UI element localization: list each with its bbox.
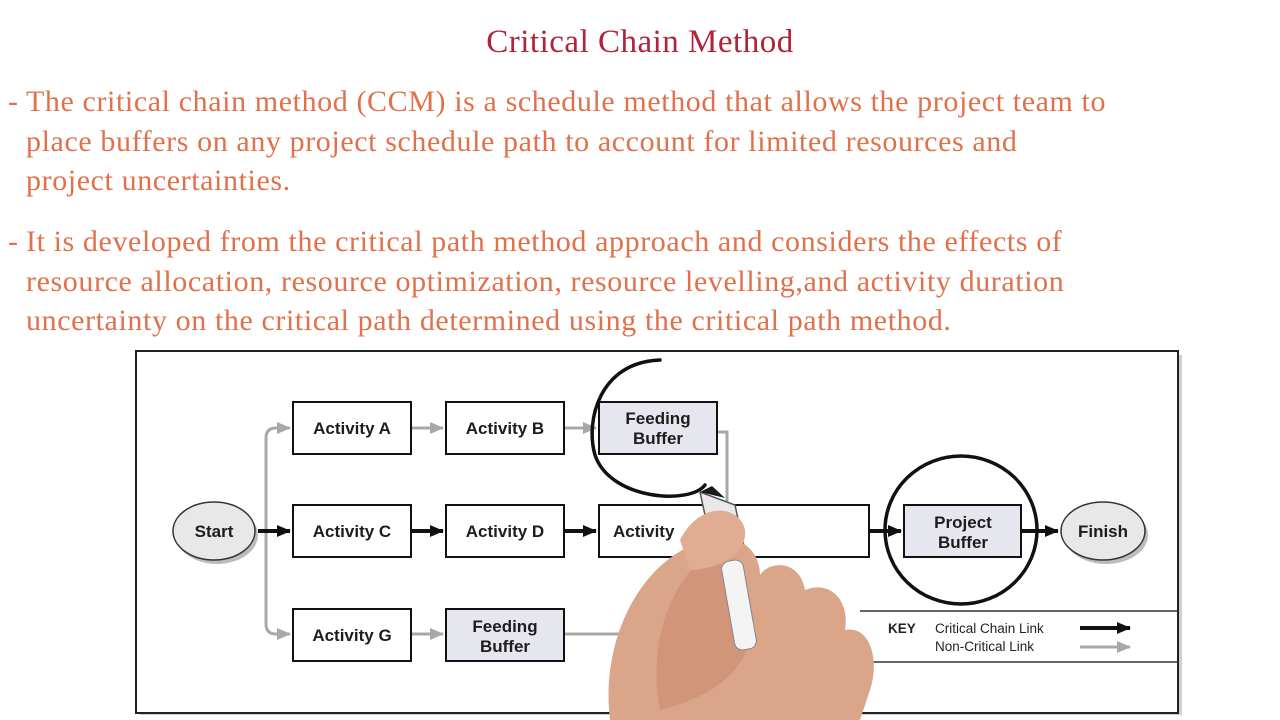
activity-b-label: Activity B xyxy=(466,419,544,438)
feeding-buffer-bottom-line-1: Feeding xyxy=(472,617,537,636)
thumb xyxy=(680,510,746,570)
activity-a-box xyxy=(292,401,412,455)
hand-drawn-circle-feeding-buffer xyxy=(590,358,707,498)
link-feeding-buffer-to-chain xyxy=(717,430,729,505)
activity-g-label: Activity G xyxy=(312,626,391,645)
activity-b-box xyxy=(445,401,565,455)
feeding-buffer-top-box xyxy=(598,401,718,455)
noncritical-links xyxy=(258,422,729,640)
bullet-1-line-2: place buffers on any project schedule pa… xyxy=(26,124,1018,158)
feeding-buffer-top-line-1: Feeding xyxy=(625,409,690,428)
feeding-buffer-top-line-2: Buffer xyxy=(633,429,683,448)
activity-e-label: Activity xyxy=(613,522,675,541)
bullet-marker: - xyxy=(8,85,19,118)
finish-node xyxy=(1060,501,1146,561)
bullet-1-line-1: The critical chain method (CCM) is a sch… xyxy=(26,85,1107,118)
project-buffer-box xyxy=(903,504,1022,558)
activity-g-box xyxy=(292,608,412,662)
bullet-1: - The critical chain method (CCM) is a s… xyxy=(8,82,1270,201)
feeding-buffer-bottom-line-2: Buffer xyxy=(480,637,530,656)
hand-with-marker-illustration xyxy=(608,486,874,720)
project-buffer-line-2: Buffer xyxy=(938,533,988,552)
activity-a-label: Activity A xyxy=(313,419,391,438)
start-node xyxy=(172,501,256,561)
marker-label-area xyxy=(721,559,757,651)
project-buffer-line-1: Project xyxy=(934,513,992,532)
slide-title: Critical Chain Method xyxy=(486,24,794,60)
marker-tip xyxy=(700,486,725,498)
finish-label: Finish xyxy=(1078,522,1128,541)
activity-d-label: Activity D xyxy=(466,522,544,541)
bullet-2-line-1: It is developed from the critical path m… xyxy=(26,225,1063,258)
key-noncritical-label: Non-Critical Link xyxy=(935,639,1034,654)
key-critical-label: Critical Chain Link xyxy=(935,621,1044,636)
feeding-buffer-bottom-box xyxy=(445,608,565,662)
link-start-to-activity-a xyxy=(258,422,291,533)
activity-d-box xyxy=(445,504,565,558)
key-label: KEY xyxy=(888,621,916,636)
bullet-2: - It is developed from the critical path… xyxy=(8,222,1270,341)
bullet-2-line-3: uncertainty on the critical path determi… xyxy=(26,304,952,337)
hand-drawn-circle-project-buffer xyxy=(883,454,1039,606)
bullet-2-line-2: resource allocation, resource optimizati… xyxy=(26,264,1065,298)
activity-c-box xyxy=(292,504,412,558)
start-label: Start xyxy=(195,522,234,541)
link-start-to-activity-g xyxy=(264,531,291,640)
bullet-1-line-3: project uncertainties. xyxy=(26,164,291,197)
activity-c-label: Activity C xyxy=(313,522,391,541)
bullet-marker: - xyxy=(8,225,19,258)
